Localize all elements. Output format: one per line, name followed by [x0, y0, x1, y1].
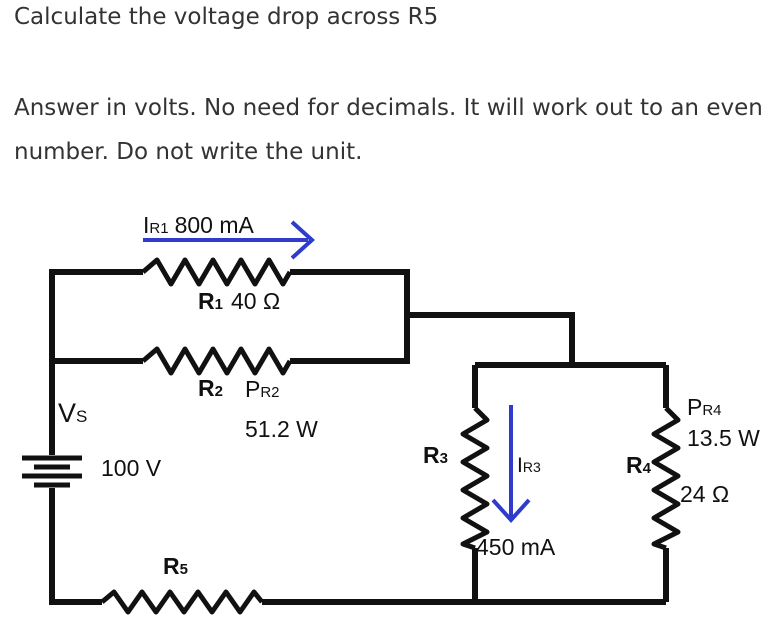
- label-pr2: PR2: [245, 376, 280, 402]
- label-vs: VS: [58, 398, 87, 428]
- current-arrow-r1: [143, 220, 315, 260]
- label-ir3-value: 450 mA: [476, 534, 556, 560]
- label-ir3: IR3: [517, 454, 541, 477]
- wire-to-parallel: [407, 312, 575, 365]
- resistor-r2: [141, 346, 293, 376]
- resistor-r4: [651, 406, 681, 551]
- label-r4: R4: [626, 452, 652, 478]
- label-pr4-value: 13.5 W: [687, 425, 760, 451]
- wire-left-top: [49, 269, 143, 455]
- resistor-r1: [141, 257, 293, 287]
- wire-r1-right: [290, 269, 410, 364]
- question-instructions: Answer in volts. No need for decimals. I…: [14, 95, 763, 165]
- resistor-r3: [460, 406, 490, 551]
- question-title: Calculate the voltage drop across R5: [14, 4, 439, 30]
- resistor-r5: [100, 589, 264, 615]
- label-r4-resistance: 24 Ω: [680, 481, 729, 507]
- label-pr4: PR4: [687, 394, 722, 420]
- label-vs-value: 100 V: [101, 455, 162, 481]
- wire-bottom-left: [49, 488, 102, 605]
- circuit-wires: [49, 269, 669, 605]
- current-arrow-r3: [491, 405, 531, 523]
- label-r2: R2: [198, 375, 223, 401]
- battery-symbol: [22, 455, 82, 488]
- label-pr2-value: 51.2 W: [245, 416, 318, 442]
- label-r3: R3: [423, 442, 448, 468]
- label-r5: R5: [163, 553, 188, 579]
